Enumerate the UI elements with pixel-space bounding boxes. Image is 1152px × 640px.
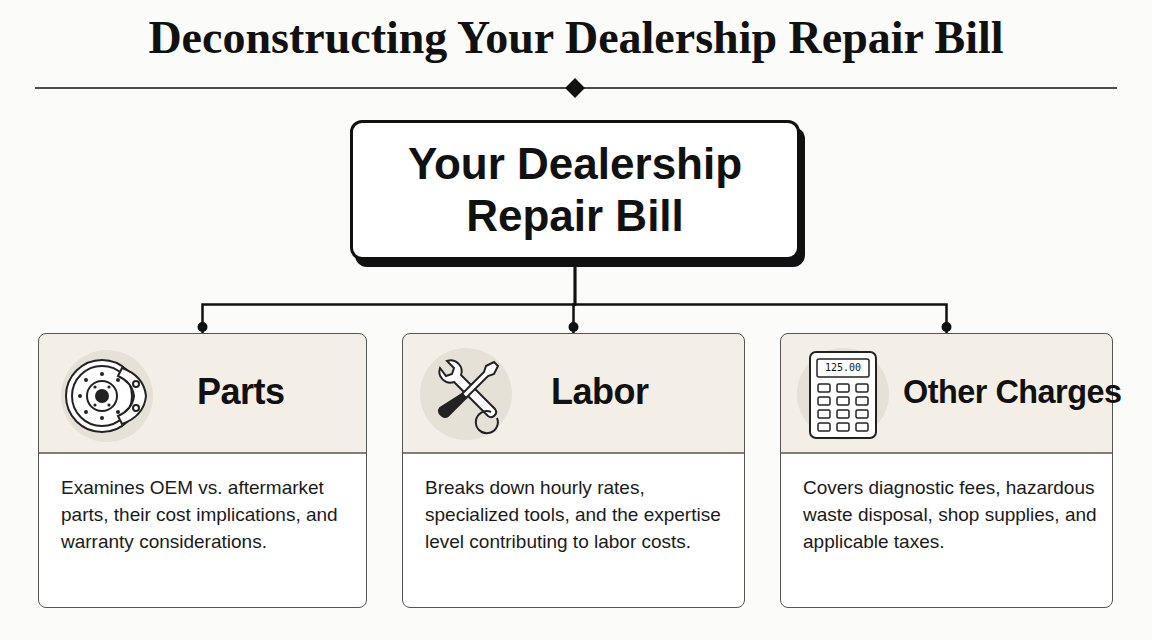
card-heading: Parts xyxy=(197,370,285,414)
category-card: PartsExamines OEM vs. aftermarket parts,… xyxy=(38,333,367,608)
calculator-display: 125.00 xyxy=(817,361,869,375)
rule-diamond xyxy=(565,78,585,98)
brake-disc-icon xyxy=(61,350,153,442)
tools-icon xyxy=(420,348,512,440)
card-body: Breaks down hourly rates, specialized to… xyxy=(425,474,733,555)
category-card: Other ChargesCovers diagnostic fees, haz… xyxy=(780,333,1113,608)
category-card: LaborBreaks down hourly rates, specializ… xyxy=(402,333,745,608)
card-heading: Labor xyxy=(551,370,649,414)
root-box: Your Dealership Repair Bill xyxy=(350,120,800,260)
card-body: Covers diagnostic fees, hazardous waste … xyxy=(803,474,1103,555)
connector xyxy=(575,260,952,333)
root-title: Your Dealership Repair Bill xyxy=(375,138,775,242)
connector xyxy=(569,260,579,333)
calculator-icon xyxy=(797,348,889,440)
card-heading: Other Charges xyxy=(903,370,1122,414)
diagram-title: Deconstructing Your Dealership Repair Bi… xyxy=(0,10,1152,66)
connector xyxy=(198,260,576,333)
card-body: Examines OEM vs. aftermarket parts, thei… xyxy=(61,474,361,555)
